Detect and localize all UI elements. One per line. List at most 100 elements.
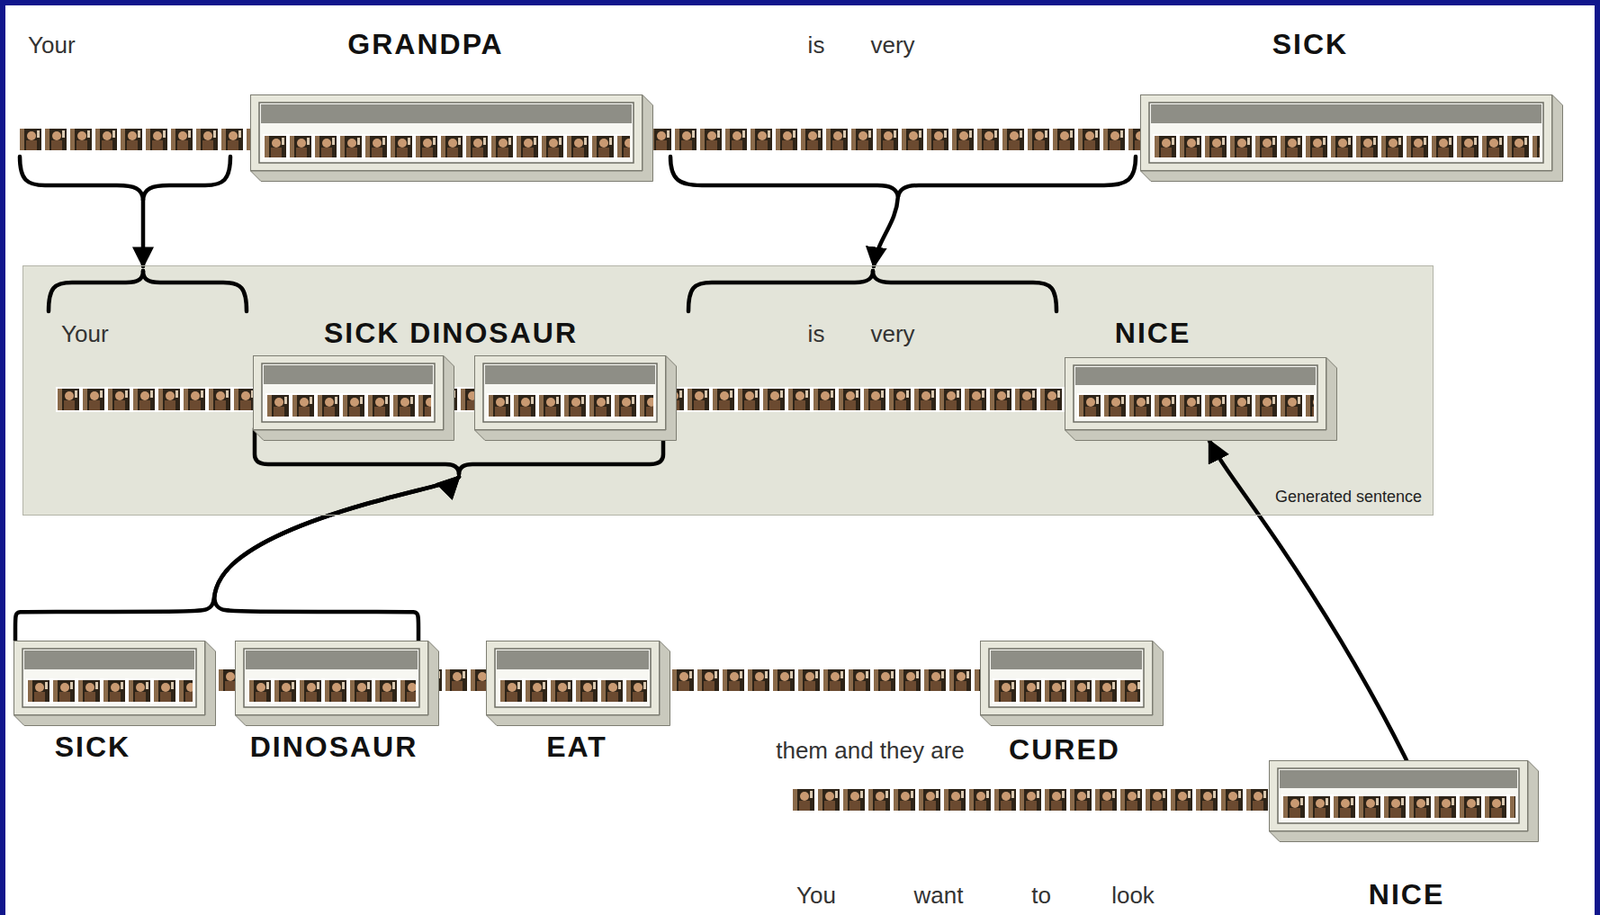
- bracket: [143, 156, 231, 200]
- clip-box: GRANDPA: [250, 26, 654, 182]
- clip-box-frame: [474, 355, 677, 441]
- sentence-word: look: [1111, 882, 1155, 909]
- box-window: [494, 648, 651, 708]
- box-front: [1141, 95, 1553, 171]
- box-shade: [496, 650, 649, 670]
- clip-box: NICE: [1064, 314, 1338, 441]
- word-label: CURED: [1008, 734, 1121, 766]
- bracket: [898, 156, 1136, 197]
- box-window: [988, 648, 1144, 708]
- box-window: [243, 648, 420, 708]
- clip-box-frame: [250, 94, 654, 182]
- box-shade: [24, 650, 195, 670]
- bracket-arrow: [873, 196, 899, 267]
- box-window: [261, 363, 435, 423]
- word-label: DINOSAUR: [250, 731, 419, 764]
- film-frames: [1077, 393, 1314, 419]
- box-front: [235, 641, 429, 716]
- box-shade: [990, 650, 1142, 670]
- film-strip: [1077, 393, 1314, 419]
- word-label: SICK: [54, 731, 131, 764]
- word-label: NICE: [1114, 317, 1191, 350]
- box-side: [14, 641, 216, 727]
- clip-box-frame: [1064, 357, 1338, 441]
- panel-ground: [22, 265, 1434, 516]
- film-strip: [265, 393, 432, 419]
- sentence-word: is: [808, 32, 826, 59]
- word-label: NICE: [1368, 879, 1445, 911]
- sentence-word: very: [870, 321, 915, 348]
- frame-border: [0, 0, 6, 915]
- clip-box-frame: [252, 355, 455, 441]
- clip-box: NICE: [1268, 760, 1539, 914]
- box-side: [1269, 761, 1539, 843]
- box-shade: [1279, 770, 1518, 789]
- arrow-connector: [15, 476, 459, 641]
- box-front: [1269, 761, 1529, 832]
- film-strip: [262, 134, 630, 160]
- film-frames: [262, 134, 630, 160]
- clip-box: CURED: [979, 640, 1164, 767]
- box-shade: [260, 104, 632, 124]
- sentence-word: is: [808, 321, 826, 348]
- panel-caption: Generated sentence: [1272, 488, 1425, 507]
- word-label: SICK: [1272, 28, 1349, 61]
- clip-box-frame: [1268, 760, 1539, 843]
- film-frames: [486, 393, 654, 419]
- word-label: EAT: [546, 731, 608, 764]
- box-shade: [485, 365, 656, 385]
- sentence-word: very: [870, 32, 915, 59]
- box-front: [486, 641, 660, 716]
- box-window: [483, 363, 657, 423]
- sentence-word: to: [1031, 882, 1052, 909]
- box-side: [253, 356, 455, 441]
- box-side: [1141, 95, 1564, 182]
- box-side: [1065, 358, 1338, 441]
- bracket-arrow: [141, 199, 146, 267]
- box-side: [486, 641, 671, 727]
- clip-box: SICK DINOSAUR: [252, 314, 677, 477]
- clip-box-frame: [979, 640, 1164, 727]
- film-strip: [498, 678, 648, 704]
- box-window: [1073, 365, 1318, 423]
- generated-panel: SICK DINOSAUR NICE Generated sentence: [22, 265, 1434, 516]
- clip-box: DINOSAUR: [234, 640, 440, 767]
- frame-border: [0, 0, 1600, 6]
- clip-box: SICK: [1140, 26, 1564, 182]
- film-strip: [1152, 134, 1540, 160]
- box-front: [251, 95, 643, 171]
- bracket: [670, 156, 899, 197]
- bracket: [48, 270, 144, 312]
- film-strip: [486, 393, 654, 419]
- film-frames: [265, 393, 432, 419]
- box-front: [980, 641, 1153, 716]
- clip-box: EAT: [485, 640, 671, 767]
- box-shade: [1150, 104, 1542, 124]
- box-side: [251, 95, 654, 182]
- film-strip: [992, 678, 1141, 704]
- bracket: [19, 156, 1136, 475]
- box-front: [14, 641, 206, 716]
- clip-box-frame: [13, 640, 216, 727]
- sentence-word: them and they are: [775, 737, 965, 765]
- box-window: [22, 648, 197, 708]
- film-frames: [26, 678, 193, 704]
- box-window: [1149, 102, 1544, 163]
- frame-border: [1594, 0, 1600, 915]
- film-frames: [1152, 134, 1540, 160]
- box-shade: [1075, 367, 1316, 386]
- film-strip: [26, 678, 193, 704]
- box-side: [980, 641, 1164, 727]
- clip-box: SICK: [13, 640, 216, 767]
- word-label: SICK DINOSAUR: [323, 317, 578, 350]
- sentence-word: want: [914, 882, 964, 909]
- box-side: [235, 641, 440, 727]
- word-label: GRANDPA: [347, 28, 504, 61]
- box-front: [253, 356, 444, 431]
- box-shade: [263, 365, 433, 385]
- clip-box-frame: [485, 640, 671, 727]
- film-frames: [1281, 794, 1516, 820]
- sentence-word: Your: [27, 32, 76, 59]
- sentence-word: Your: [61, 321, 109, 348]
